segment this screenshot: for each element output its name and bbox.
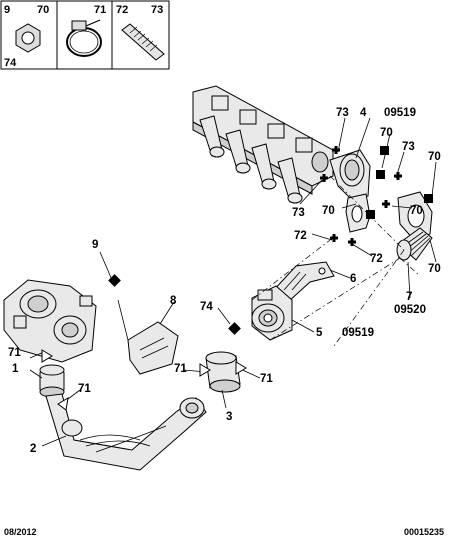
- callout-71-d: 71: [260, 373, 273, 385]
- manifold: [192, 85, 334, 204]
- callout-ref-09519-a: 09519: [384, 107, 416, 119]
- hose-3: [205, 351, 241, 393]
- callout-72-a: 72: [294, 230, 307, 242]
- callout-labels: 73 4 09519 70 73 70 73 70 70 70 72 72 6 …: [8, 107, 441, 455]
- marker-square-70-a: [380, 146, 389, 155]
- callout-73-c: 73: [292, 207, 305, 219]
- callout-71-b: 71: [78, 383, 91, 395]
- marker-square-70-d: [366, 210, 375, 219]
- callout-7: 7: [406, 291, 412, 303]
- callout-74: 74: [200, 301, 213, 313]
- callout-71-a: 71: [8, 347, 21, 359]
- callout-70-c: 70: [322, 205, 335, 217]
- legend-box-clamp: 71: [56, 0, 113, 70]
- callout-3: 3: [226, 411, 232, 423]
- callout-ref-09520: 09520: [394, 304, 426, 316]
- legend-box-nut: 9 70 74: [0, 0, 58, 70]
- hex-nut-icon: [15, 23, 41, 53]
- turbocharger: [3, 279, 97, 363]
- flex-pipe-7: [396, 227, 433, 261]
- legend-label-73: 73: [151, 4, 163, 16]
- callout-73-b: 73: [402, 141, 415, 153]
- callout-9: 9: [92, 239, 98, 251]
- marker-square-70-b: [376, 170, 385, 179]
- callout-70-a: 70: [380, 127, 393, 139]
- footer-date: 08/2012: [4, 527, 37, 537]
- callout-70-b: 70: [428, 151, 441, 163]
- legend-label-71: 71: [94, 4, 106, 16]
- leader-lines: [29, 117, 437, 447]
- marker-cross-73-c: [394, 172, 402, 180]
- footer-code: 00015235: [403, 527, 444, 537]
- legend-label-74: 74: [4, 57, 17, 69]
- callout-73-a: 73: [336, 107, 349, 119]
- callout-4: 4: [360, 107, 367, 119]
- compressor-housing-5: [251, 285, 293, 341]
- callout-ref-09519-b: 09519: [342, 327, 374, 339]
- callout-72-b: 72: [370, 253, 383, 265]
- legend-label-72: 72: [116, 4, 128, 16]
- marker-diamond-74: [228, 322, 241, 335]
- callout-1: 1: [12, 363, 19, 375]
- heat-shield-8: [117, 299, 179, 375]
- elbow-pipe-4: [329, 149, 371, 201]
- marker-cross-72-b: [348, 238, 356, 246]
- gasket-70: [345, 193, 371, 233]
- legend-label-70: 70: [37, 4, 49, 16]
- marker-arrow-71-d: [235, 361, 247, 375]
- callout-6: 6: [350, 273, 356, 285]
- callout-8: 8: [170, 295, 177, 307]
- marker-cross-73-a: [332, 146, 340, 154]
- marker-cross-73-b: [320, 174, 328, 182]
- callout-2: 2: [30, 443, 36, 455]
- marker-arrow-71-a: [41, 349, 53, 363]
- markers: [41, 146, 433, 411]
- callout-70-d: 70: [410, 205, 423, 217]
- marker-diamond-9: [108, 274, 121, 287]
- legend-box-stud: 72 73: [111, 0, 170, 70]
- marker-cross-73-d: [382, 200, 390, 208]
- marker-square-70-c: [424, 194, 433, 203]
- callout-70-e: 70: [428, 263, 441, 275]
- outlet-flange: [397, 191, 433, 241]
- marker-cross-72-a: [330, 234, 338, 242]
- callout-71-c: 71: [174, 363, 187, 375]
- hose-1: [39, 364, 65, 398]
- threaded-stud-icon: [121, 23, 165, 61]
- marker-arrow-71-b: [57, 397, 69, 411]
- callout-5: 5: [316, 327, 323, 339]
- intake-pipe-2: [45, 393, 207, 471]
- assembly-lines: [251, 175, 421, 347]
- marker-arrow-71-c: [199, 363, 211, 377]
- hose-clamp-icon: [66, 19, 102, 57]
- legend-label-9: 9: [4, 4, 10, 16]
